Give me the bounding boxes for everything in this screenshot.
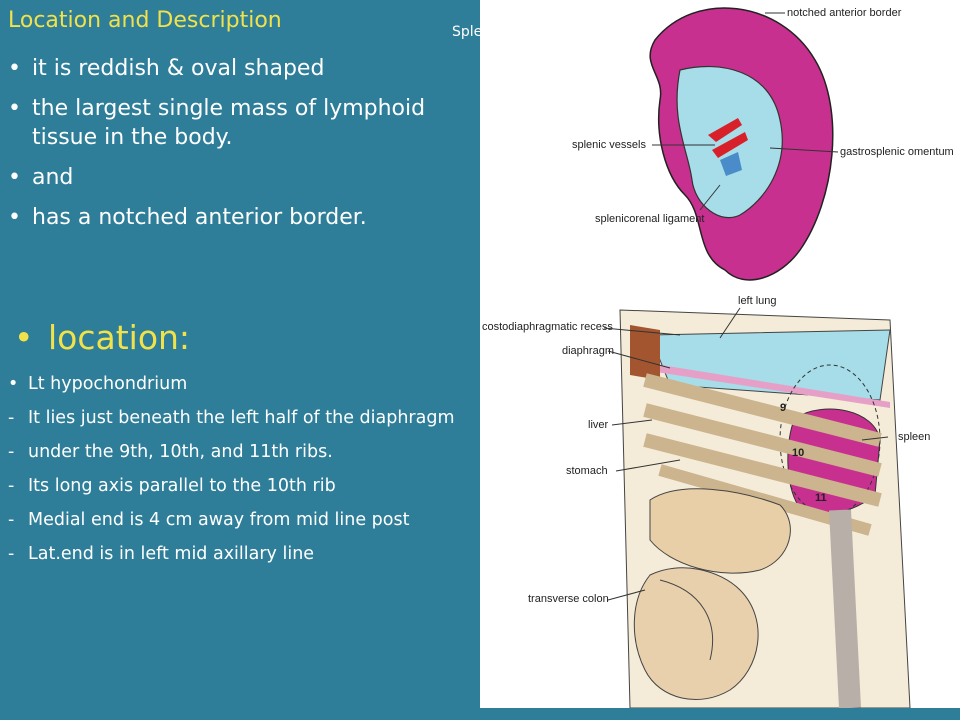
description-point: has a notched anterior border.	[8, 203, 480, 232]
location-list: Lt hypochondrium It lies just beneath th…	[8, 372, 468, 576]
description-list: it is reddish & oval shaped the largest …	[8, 54, 480, 243]
label-splenicorenal-ligament: splenicorenal ligament	[595, 213, 704, 225]
spleen-visceral-surface-figure: notched anterior border splenic vessels …	[572, 7, 954, 281]
location-point: under the 9th, 10th, and 11th ribs.	[8, 440, 468, 464]
spine	[829, 509, 861, 708]
label-gastrosplenic-omentum: gastrosplenic omentum	[840, 146, 954, 158]
diaphragm-band	[630, 360, 890, 408]
spleen-location-figure: 9 10 11 left lung costodiaphragmatic rec…	[482, 295, 930, 708]
location-point: Medial end is 4 cm away from mid line po…	[8, 508, 468, 532]
rib-number: 11	[815, 492, 827, 504]
colon-shape	[633, 567, 759, 701]
label-liver: liver	[588, 419, 609, 431]
description-point: and	[8, 163, 480, 192]
rib	[643, 403, 882, 477]
location-title: location:	[14, 318, 190, 357]
label-costodiaphragmatic-recess: costodiaphragmatic recess	[482, 321, 613, 333]
label-transverse-colon: transverse colon	[528, 593, 609, 605]
anatomy-figure-panel: notched anterior border splenic vessels …	[480, 0, 960, 708]
splenic-vessel	[708, 118, 742, 142]
location-point: Lat.end is in left mid axillary line	[8, 542, 468, 566]
label-notched-anterior-border: notched anterior border	[787, 7, 902, 19]
label-diaphragm: diaphragm	[562, 345, 614, 357]
location-point: Lt hypochondrium	[8, 372, 468, 396]
stomach-shape	[649, 488, 791, 574]
slide-heading: Location and Description	[8, 8, 282, 33]
location-point: Its long axis parallel to the 10th rib	[8, 474, 468, 498]
splenic-vessel	[720, 152, 742, 176]
splenic-vessel	[712, 132, 748, 158]
label-splenic-vessels: splenic vessels	[572, 139, 646, 151]
figure-caption: Sple	[452, 24, 480, 40]
rib	[643, 433, 882, 507]
rib	[643, 373, 882, 447]
label-spleen: spleen	[898, 431, 930, 443]
description-point: it is reddish & oval shaped	[8, 54, 480, 83]
rib-number: 10	[792, 447, 804, 459]
label-stomach: stomach	[566, 465, 608, 477]
description-point: the largest single mass of lymphoid tiss…	[8, 94, 480, 152]
location-point: It lies just beneath the left half of th…	[8, 406, 468, 430]
label-left-lung: left lung	[738, 295, 777, 307]
liver-shape	[630, 325, 660, 380]
rib-number: 9	[780, 402, 786, 414]
